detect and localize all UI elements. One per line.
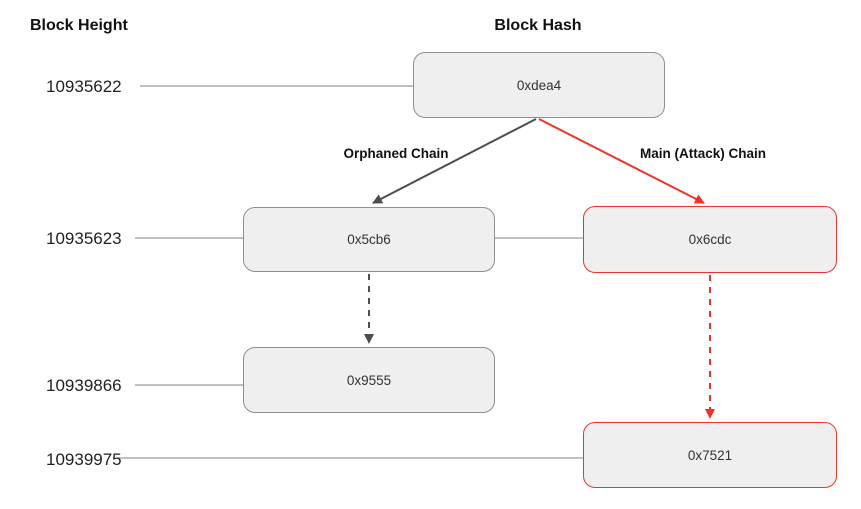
edge-label-orphaned-chain: Orphaned Chain bbox=[343, 146, 449, 161]
orphaned-chain-arrow bbox=[372, 118, 537, 204]
height-label-10935623: 10935623 bbox=[46, 229, 122, 248]
block-node-label: 0x9555 bbox=[346, 372, 392, 388]
block-node-label: 0x5cb6 bbox=[347, 232, 391, 247]
column-title-block-height: Block Height bbox=[30, 17, 128, 34]
attack-chain-arrow bbox=[538, 118, 705, 204]
block-node-label: 0x7521 bbox=[687, 447, 733, 463]
block-node-0x5cb6: 0x5cb6 bbox=[243, 207, 495, 272]
height-label-10939975: 10939975 bbox=[46, 450, 122, 469]
block-node-label: 0x6cdc bbox=[688, 232, 732, 247]
block-node-0x6cdc: 0x6cdc bbox=[583, 206, 837, 273]
block-node-0x7521: 0x7521 bbox=[583, 422, 837, 488]
height-label-10939866: 10939866 bbox=[46, 376, 122, 395]
height-label-10935622: 10935622 bbox=[46, 77, 122, 96]
block-node-label: 0xdea4 bbox=[516, 77, 562, 93]
block-node-0xdea4: 0xdea4 bbox=[413, 52, 665, 118]
block-node-0x9555: 0x9555 bbox=[243, 347, 495, 413]
edge-label-main-attack-chain: Main (Attack) Chain bbox=[639, 146, 767, 161]
column-title-block-hash: Block Hash bbox=[494, 17, 582, 34]
